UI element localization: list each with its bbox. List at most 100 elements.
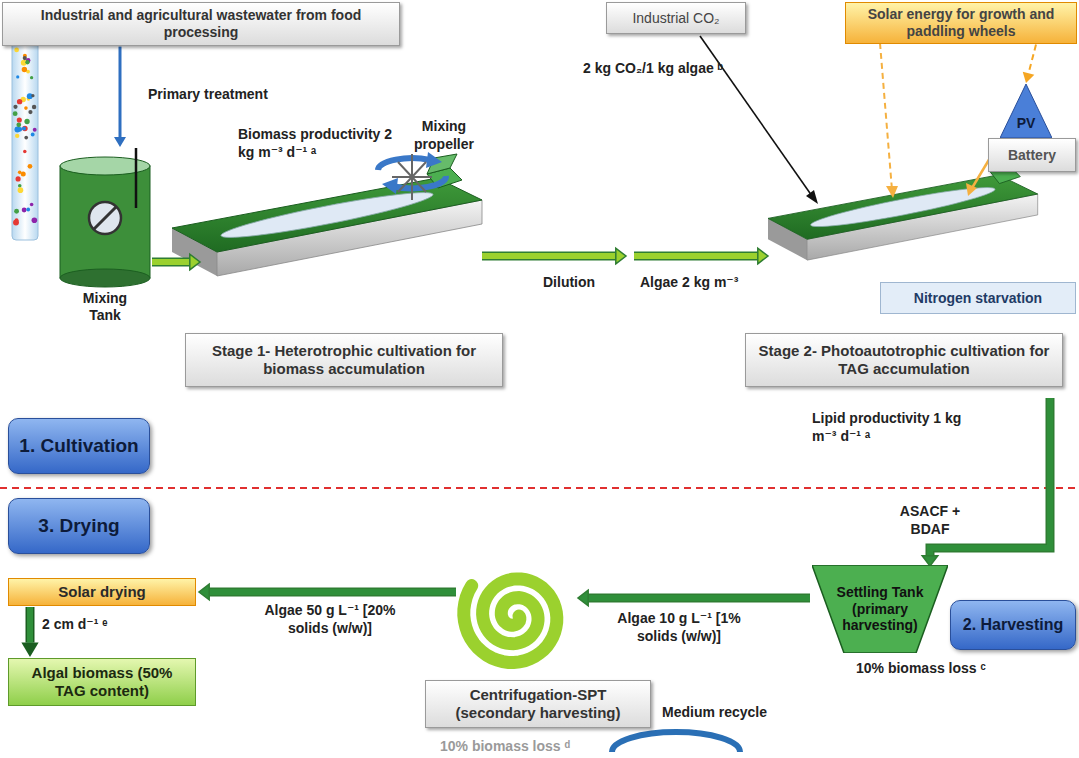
annotation-label: Dilution <box>543 274 595 292</box>
node-text: PV <box>1017 115 1036 132</box>
connector-line <box>119 47 122 137</box>
particle-dot <box>23 150 27 154</box>
annotation-label: 10% biomass loss ᶜ <box>856 660 986 678</box>
recycle-arc <box>612 732 740 752</box>
connector-arrow <box>114 47 126 147</box>
annotation-label: Biomass productivity 2 kg m⁻³ d⁻¹ ᵃ <box>238 126 394 161</box>
node-text: 1. Cultivation <box>19 435 138 458</box>
process-box: Solar energy for growth and paddling whe… <box>845 2 1077 44</box>
flow-arrow-outline <box>152 258 190 267</box>
settle-node: Settling Tank (primary harvesting) <box>812 565 948 653</box>
process-box: Industrial CO₂ <box>606 2 746 34</box>
annotation-label: Mixing propeller <box>402 118 486 153</box>
flow-arrow-head <box>616 248 626 264</box>
node-text: 3. Drying <box>38 515 119 538</box>
process-box: Algal biomass (50% TAG content) <box>8 658 196 706</box>
process-box: Battery <box>988 138 1076 172</box>
tank-node: Mixing Tank <box>52 148 158 324</box>
connector-arrow <box>1023 45 1036 83</box>
node-text: Algal biomass (50% TAG content) <box>17 664 187 700</box>
process-box: Stage 1- Heterotrophic cultivation for b… <box>185 333 503 387</box>
particle-dot <box>14 127 20 133</box>
annotation-label: 2 cm d⁻¹ ᵉ <box>42 616 108 634</box>
particle-dot <box>30 76 33 79</box>
annotation-label: 2 kg CO₂/1 kg algae ᵇ <box>583 60 723 78</box>
particle-dot <box>25 60 29 64</box>
annotation-label: Algae 50 g L⁻¹ [20% solids (w/w)] <box>250 602 410 637</box>
particle-dot <box>15 218 19 222</box>
node-text: Stage 2- Photoautotrophic cultivation fo… <box>754 342 1054 378</box>
flow-arrow-fill <box>588 595 810 601</box>
flow-arrow-outline <box>209 588 456 597</box>
section-divider <box>0 487 1079 489</box>
process-box: Stage 2- Photoautotrophic cultivation fo… <box>745 333 1063 387</box>
annotation-label: Algae 2 kg m⁻³ <box>640 274 738 292</box>
solar-head <box>886 186 898 198</box>
centrifuge-spiral <box>464 579 557 663</box>
particle-dot <box>31 94 34 97</box>
particle-dot <box>22 208 27 213</box>
connector-outline <box>26 607 35 643</box>
flow-arrow-fill <box>152 259 190 265</box>
flow-arrow-fill <box>209 589 456 595</box>
particle-dot <box>24 106 28 110</box>
node-text: Stage 1- Heterotrophic cultivation for b… <box>194 342 494 378</box>
connector-line <box>1029 45 1036 74</box>
flow-arrow-fill <box>634 253 758 259</box>
process-box: Centrifugation-SPT (secondary harvesting… <box>425 680 651 728</box>
particle-dot <box>18 184 22 188</box>
annotation-label: 10% biomass loss ᵈ <box>440 738 570 756</box>
process-box: 1. Cultivation <box>8 418 150 474</box>
node-text: Industrial and agricultural wastewater f… <box>11 7 391 41</box>
particle-dot <box>16 122 21 127</box>
particle-dot <box>18 187 24 193</box>
pv-node: PV <box>1000 84 1052 138</box>
particle-dot <box>31 133 35 137</box>
connector-arrow <box>21 607 38 657</box>
flow-arrow-head <box>199 584 209 600</box>
particle-dot <box>26 208 30 212</box>
particle-dot <box>14 48 19 53</box>
wastewater-column <box>12 40 38 240</box>
process-box: Solar drying <box>8 578 196 606</box>
node-text: Battery <box>1008 147 1056 164</box>
particle-dot <box>23 56 27 60</box>
particle-dot <box>14 209 19 214</box>
particle-dot <box>24 136 28 140</box>
flow-arrow-outline <box>634 252 758 261</box>
particle-dot <box>28 164 33 169</box>
co2-head <box>806 190 818 204</box>
particle-dot <box>22 67 27 72</box>
node-text: Centrifugation-SPT (secondary harvesting… <box>434 686 642 722</box>
annotation-label: Medium recycle <box>662 704 767 722</box>
node-text: 2. Harvesting <box>963 615 1063 634</box>
particle-dot <box>17 117 22 122</box>
battery-head <box>966 183 977 196</box>
flow-arrow-outline <box>482 252 616 261</box>
node-text: Solar energy for growth and paddling whe… <box>854 6 1068 40</box>
particle-dot <box>30 203 34 207</box>
node-text: Solar drying <box>58 583 146 601</box>
flow-arrow-head <box>190 254 200 270</box>
solar-dashed-line <box>880 43 892 190</box>
flow-arrow-outline <box>588 594 810 603</box>
flow-arrow-head <box>758 248 768 264</box>
process-box: Industrial and agricultural wastewater f… <box>2 2 400 46</box>
node-text: Nitrogen starvation <box>914 290 1042 307</box>
particle-dot <box>32 217 38 223</box>
particle-dot <box>21 172 26 177</box>
particle-dot <box>33 128 37 132</box>
particle-dot <box>24 119 29 124</box>
node-text: Industrial CO₂ <box>632 10 719 27</box>
arrow-head <box>1023 72 1035 83</box>
process-box: 3. Drying <box>8 498 150 554</box>
particle-dot <box>17 99 22 104</box>
connector-line <box>27 607 33 643</box>
node-text: Settling Tank (primary harvesting) <box>832 584 928 634</box>
process-box: 2. Harvesting <box>950 600 1076 650</box>
arrow-head <box>114 137 126 147</box>
process-box: Nitrogen starvation <box>880 282 1076 314</box>
arrow-head <box>21 643 38 657</box>
particle-dot <box>28 110 32 114</box>
particle-dot <box>22 127 26 131</box>
